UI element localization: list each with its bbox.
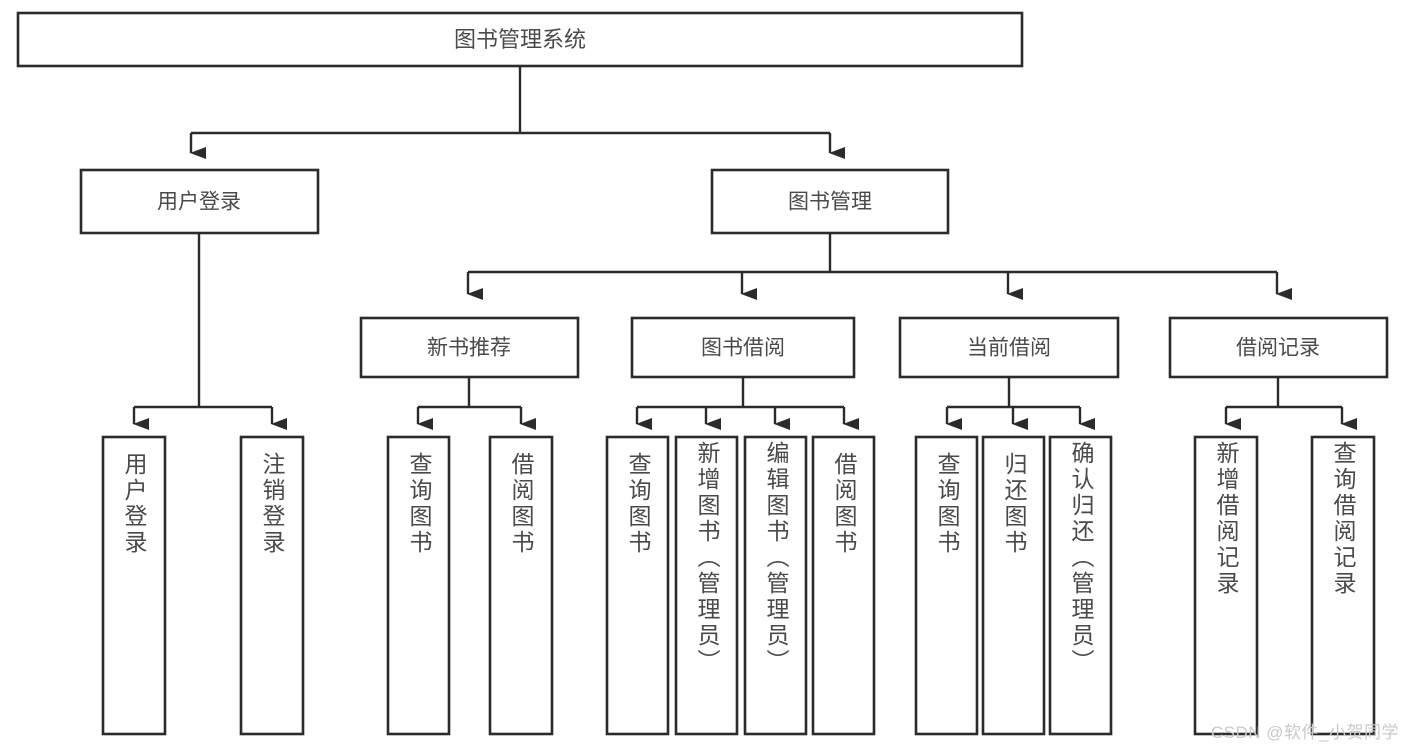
leaf-node-query-book-2[interactable]: [605, 435, 670, 736]
leaf-label-leaf-add-book: 新增图书（管理员）: [694, 441, 720, 675]
leaf-node-query-book-1[interactable]: [386, 435, 451, 736]
leaf-node-add-record[interactable]: [1193, 435, 1259, 736]
leaf-label-leaf-query-book-2: 查询图书: [625, 452, 651, 556]
connector-book-borrow-to-leaves: [635, 377, 859, 430]
node-book-borrow[interactable]: 图书借阅: [630, 316, 856, 379]
node-book-borrow-label: 图书借阅: [701, 337, 785, 360]
leaf-node-query-book-3[interactable]: [914, 435, 979, 736]
connector-current-borrow-to-leaves: [945, 377, 1095, 430]
node-root[interactable]: 图书管理系统: [16, 11, 1024, 68]
leaf-label-leaf-add-record: 新增借阅记录: [1213, 441, 1239, 597]
node-user-login-label: 用户登录: [157, 191, 241, 214]
leaf-label-leaf-borrow-book-2: 借阅图书: [831, 452, 857, 556]
connector-borrow-record-to-leaves: [1224, 377, 1357, 430]
leaf-node-user-login[interactable]: [101, 435, 167, 736]
leaf-node-borrow-book-2[interactable]: [811, 435, 876, 736]
leaf-node-confirm-return[interactable]: [1048, 435, 1113, 736]
connector-new-book-recommend-to-leaves: [416, 377, 536, 430]
leaf-label-leaf-query-book-3: 查询图书: [934, 452, 960, 556]
leaf-node-add-book[interactable]: [674, 435, 739, 736]
leaf-node-user-logout[interactable]: [239, 435, 305, 736]
node-current-borrow[interactable]: 当前借阅: [898, 316, 1120, 379]
leaf-node-edit-book[interactable]: [743, 435, 808, 736]
connector-book-management-to-level2: [466, 233, 1292, 300]
connector-user-login-to-leaves: [132, 233, 287, 430]
node-borrow-record[interactable]: 借阅记录: [1168, 316, 1389, 379]
leaf-label-leaf-query-book-1: 查询图书: [406, 452, 432, 556]
node-new-book-recommend[interactable]: 新书推荐: [359, 316, 580, 379]
leaf-node-return-book[interactable]: [981, 435, 1046, 736]
node-root-label: 图书管理系统: [454, 27, 586, 52]
node-user-login[interactable]: 用户登录: [79, 168, 320, 235]
leaf-node-borrow-book-1[interactable]: [488, 435, 554, 736]
leaf-label-leaf-return-book: 归还图书: [1001, 452, 1027, 556]
leaf-label-leaf-user-logout: 注销登录: [259, 452, 285, 556]
node-borrow-record-label: 借阅记录: [1236, 337, 1320, 360]
node-current-borrow-label: 当前借阅: [967, 337, 1051, 360]
leaf-label-leaf-edit-book: 编辑图书（管理员）: [763, 441, 789, 675]
node-new-book-recommend-label: 新书推荐: [427, 337, 511, 360]
leaf-label-leaf-confirm-return: 确认归还（管理员）: [1068, 441, 1094, 675]
leaf-label-leaf-user-login: 用户登录: [121, 452, 147, 556]
csdn-watermark: CSDN @软件_小贺同学: [1210, 723, 1399, 742]
node-book-management-label: 图书管理: [788, 191, 872, 214]
node-book-management[interactable]: 图书管理: [710, 168, 950, 235]
leaf-label-leaf-borrow-book-1: 借阅图书: [508, 452, 534, 556]
leaf-label-leaf-query-record: 查询借阅记录: [1330, 441, 1356, 597]
leaf-node-query-record[interactable]: [1310, 435, 1376, 736]
connector-root-to-level1: [189, 66, 845, 159]
